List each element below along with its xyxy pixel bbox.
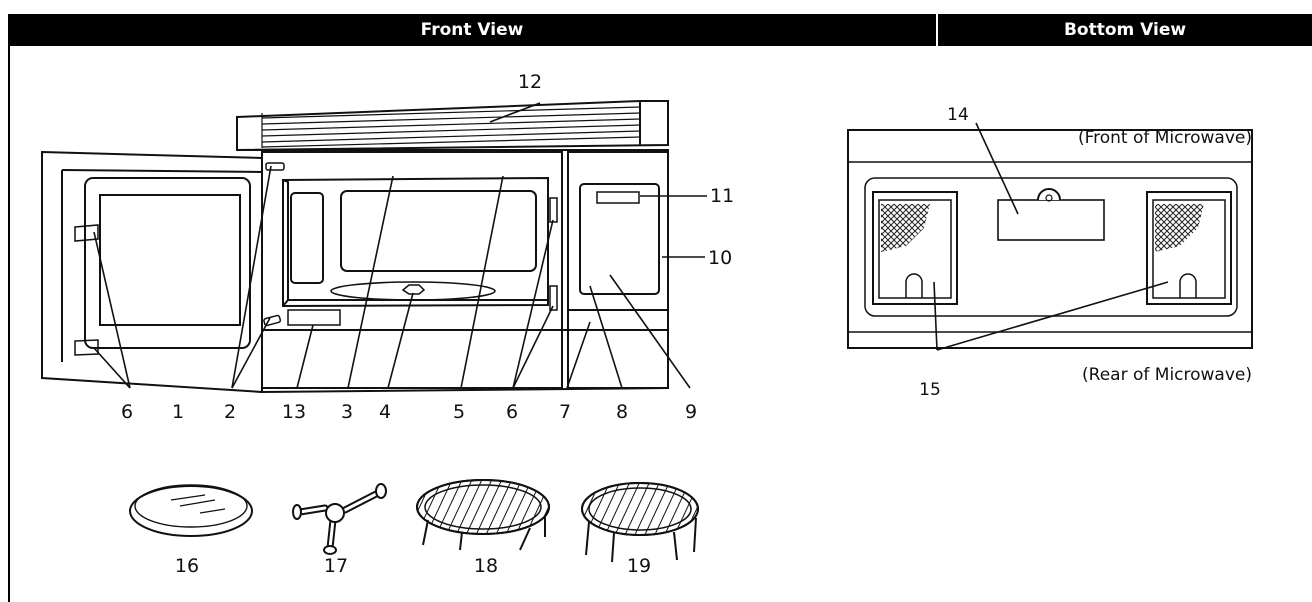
callout-16: 16 [175, 555, 199, 577]
microwave-door [41, 150, 263, 394]
callout-6-left: 6 [121, 401, 133, 423]
callout-3: 3 [341, 401, 353, 423]
callout-18: 18 [474, 555, 498, 577]
high-rack [581, 482, 699, 563]
grease-filter-left [872, 191, 958, 305]
light-cover [997, 188, 1105, 241]
front-callouts: 1 2 3 4 5 6 6 7 8 9 10 11 12 13 [121, 71, 734, 423]
callout-13: 13 [282, 401, 306, 423]
accessory-callouts: 16 17 18 19 [175, 555, 651, 577]
callout-7: 7 [559, 401, 571, 423]
low-rack [416, 479, 550, 551]
front-view-header: Front View [8, 14, 936, 46]
callout-8: 8 [616, 401, 628, 423]
callout-11: 11 [710, 185, 734, 207]
front-leader-lines [93, 102, 707, 389]
bottom-leader-lines [933, 122, 1169, 351]
callout-4: 4 [379, 401, 391, 423]
accessories [129, 479, 699, 563]
bottom-view-header: Bottom View [938, 14, 1312, 46]
callout-12: 12 [518, 71, 542, 93]
glass-tray [129, 484, 253, 537]
callout-10: 10 [708, 247, 732, 269]
callout-2: 2 [224, 401, 236, 423]
callout-15: 15 [919, 380, 941, 400]
grease-filter-right [1146, 191, 1232, 305]
bottom-labels: 14 15 (Front of Microwave) (Rear of Micr… [919, 105, 1252, 400]
microwave-bottom [847, 129, 1253, 349]
callout-1: 1 [172, 401, 184, 423]
front-of-microwave-label: (Front of Microwave) [1078, 128, 1252, 148]
roller-ring [292, 483, 387, 555]
microwave-front [41, 100, 669, 394]
callout-17: 17 [324, 555, 348, 577]
rear-of-microwave-label: (Rear of Microwave) [1082, 365, 1252, 385]
frame-left-border [8, 46, 10, 602]
callout-6-right: 6 [506, 401, 518, 423]
callout-9: 9 [685, 401, 697, 423]
callout-5: 5 [453, 401, 465, 423]
callout-19: 19 [627, 555, 651, 577]
callout-14: 14 [947, 105, 969, 125]
vent-grille [236, 100, 669, 152]
microwave-body [237, 149, 669, 393]
